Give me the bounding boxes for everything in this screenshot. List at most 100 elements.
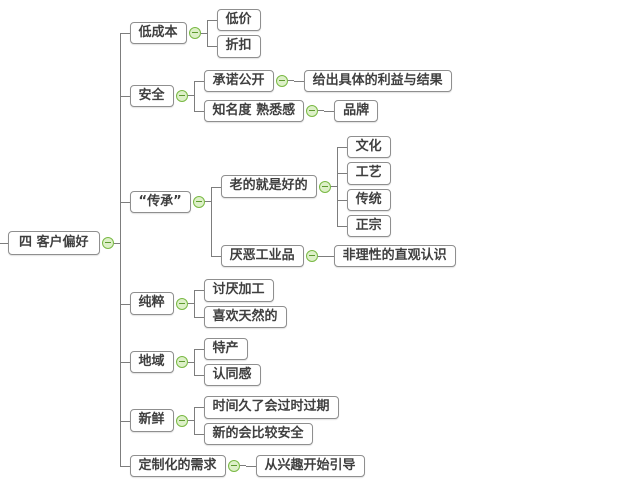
topic-node[interactable]: 老的就是好的: [220, 175, 317, 198]
topic-node[interactable]: 纯粹: [129, 292, 174, 315]
connector-line: [113, 242, 120, 244]
branch-connector: 工艺: [336, 160, 391, 187]
branch-connector: 地域特产认同感: [119, 332, 456, 392]
topic-node[interactable]: 安全: [129, 84, 174, 107]
branch-connector: 从兴趣开始引导: [245, 453, 365, 479]
collapse-toggle-icon[interactable]: [192, 195, 205, 208]
mindmap-branch: 讨厌加工: [203, 279, 274, 302]
topic-node[interactable]: 认同感: [203, 364, 261, 387]
children-group: 文化工艺传统正宗: [336, 134, 391, 239]
branch-connector: 讨厌加工: [193, 277, 287, 304]
branch-connector: 折扣: [206, 33, 261, 59]
branch-connector: 新的会比较安全: [193, 420, 339, 447]
mindmap-branch: 传统: [346, 188, 391, 211]
topic-node[interactable]: 低成本: [129, 22, 187, 45]
branch-connector: 非理性的直观认识: [323, 243, 456, 269]
branch-connector: 纯粹 讨厌加工喜欢天然的: [119, 274, 456, 333]
mindmap-branch: 折扣: [216, 35, 261, 58]
mindmap-branch: 知名度 熟悉感 品牌: [203, 98, 379, 124]
branch-connector: 时间久了会过时过期: [193, 394, 339, 421]
topic-node[interactable]: 知名度 熟悉感: [203, 99, 305, 122]
branch-connector: 承诺公开 给出具体的利益与结果: [193, 66, 452, 97]
branch-connector: 安全 承诺公开 给出具体的利益与结果知名度 熟悉感 品牌: [119, 62, 456, 130]
children-group: 时间久了会过时过期新的会比较安全: [193, 394, 339, 447]
root-topic[interactable]: 四 客户偏好: [8, 230, 100, 256]
topic-node[interactable]: 文化: [346, 136, 391, 159]
mindmap-branch: 厌恶工业品 非理性的直观认识: [220, 243, 456, 269]
topic-node[interactable]: 厌恶工业品: [220, 245, 304, 268]
children-group: 低成本低价折扣安全承诺公开给出具体的利益与结果知名度 熟悉感品牌“传承”老的就是…: [119, 4, 456, 482]
collapse-toggle-icon[interactable]: [275, 74, 288, 87]
mindmap-branch: 安全 承诺公开 给出具体的利益与结果知名度 熟悉感 品牌: [129, 66, 452, 127]
collapse-toggle-icon[interactable]: [318, 180, 331, 193]
topic-node[interactable]: 折扣: [216, 35, 261, 58]
branch-connector: 低价: [206, 7, 261, 34]
collapse-toggle-icon[interactable]: [305, 250, 318, 263]
mindmap-branch: “传承”老的就是好的文化工艺传统正宗厌恶工业品非理性的直观认识: [129, 132, 456, 271]
topic-node[interactable]: 新的会比较安全: [203, 422, 313, 445]
connector-line: [204, 201, 211, 203]
collapse-toggle-icon[interactable]: [175, 356, 188, 368]
topic-node[interactable]: 给出具体的利益与结果: [303, 69, 452, 92]
topic-node[interactable]: 低价: [216, 9, 261, 32]
topic-node[interactable]: 正宗: [346, 214, 391, 237]
mindmap-branch: 四 客户偏好低成本低价折扣安全承诺公开给出具体的利益与结果知名度 熟悉感品牌“传…: [0, 4, 456, 482]
topic-node[interactable]: 品牌: [334, 99, 379, 122]
topic-node[interactable]: 传统: [346, 188, 391, 211]
branch-connector: 老的就是好的文化工艺传统正宗: [210, 132, 456, 241]
collapse-toggle-icon[interactable]: [188, 27, 201, 40]
topic-node[interactable]: 新鲜: [129, 409, 174, 432]
connector-line: [317, 255, 324, 257]
mindmap-branch: 低价: [216, 9, 261, 32]
topic-node[interactable]: 工艺: [346, 162, 391, 185]
topic-node[interactable]: 时间久了会过时过期: [203, 396, 339, 419]
connector-line: [200, 32, 207, 34]
mindmap-branch: 文化: [346, 136, 391, 159]
connector-line: [330, 186, 337, 187]
mindmap-branch: 新的会比较安全: [203, 422, 313, 445]
mindmap-branch: 工艺: [346, 162, 391, 185]
branch-connector: 低成本低价折扣: [119, 4, 456, 63]
branch-connector: “传承”老的就是好的文化工艺传统正宗厌恶工业品非理性的直观认识: [119, 129, 456, 275]
mindmap-branch: 正宗: [346, 214, 391, 237]
topic-node[interactable]: 喜欢天然的: [203, 305, 287, 328]
topic-node[interactable]: 从兴趣开始引导: [255, 454, 365, 477]
topic-node[interactable]: 承诺公开: [203, 69, 274, 92]
collapse-toggle-icon[interactable]: [175, 297, 188, 310]
mindmap-branch: 地域特产认同感: [129, 336, 261, 389]
topic-node[interactable]: 特产: [203, 337, 248, 360]
connector-line: [187, 420, 194, 421]
connector-line: [187, 95, 194, 97]
topic-node[interactable]: “传承”: [129, 190, 191, 213]
mindmap-branch: 承诺公开 给出具体的利益与结果: [203, 68, 452, 94]
branch-connector: 新鲜时间久了会过时过期新的会比较安全: [119, 391, 456, 450]
mindmap-branch: 老的就是好的文化工艺传统正宗: [220, 134, 391, 239]
branch-connector: 定制化的需求 从兴趣开始引导: [119, 449, 456, 482]
branch-connector: 传统: [336, 186, 391, 214]
children-group: 品牌: [324, 98, 379, 124]
branch-connector: 给出具体的利益与结果: [293, 68, 452, 94]
children-group: 特产认同感: [193, 336, 261, 389]
mindmap-branch: 品牌: [334, 99, 379, 122]
connector-line: [318, 110, 325, 112]
collapse-toggle-icon[interactable]: [101, 237, 114, 249]
branch-connector: 正宗: [336, 212, 391, 239]
collapse-toggle-icon[interactable]: [227, 459, 240, 472]
mindmap-branch: 特产: [203, 337, 248, 360]
topic-node[interactable]: 讨厌加工: [203, 279, 274, 302]
children-group: 低价折扣: [206, 7, 261, 60]
children-group: 从兴趣开始引导: [245, 453, 365, 479]
connector-line: [187, 303, 194, 304]
mindmap-branch: 纯粹 讨厌加工喜欢天然的: [129, 277, 287, 330]
topic-node[interactable]: 非理性的直观认识: [333, 245, 456, 268]
topic-node[interactable]: 地域: [129, 350, 174, 374]
children-group: 承诺公开 给出具体的利益与结果知名度 熟悉感 品牌: [193, 66, 452, 127]
branch-connector: 品牌: [324, 98, 379, 124]
topic-node[interactable]: 定制化的需求: [129, 454, 226, 477]
children-group: 给出具体的利益与结果: [293, 68, 452, 94]
mindmap-branch: 认同感: [203, 364, 261, 387]
collapse-toggle-icon[interactable]: [175, 89, 188, 102]
collapse-toggle-icon[interactable]: [306, 104, 319, 117]
collapse-toggle-icon[interactable]: [175, 414, 188, 427]
